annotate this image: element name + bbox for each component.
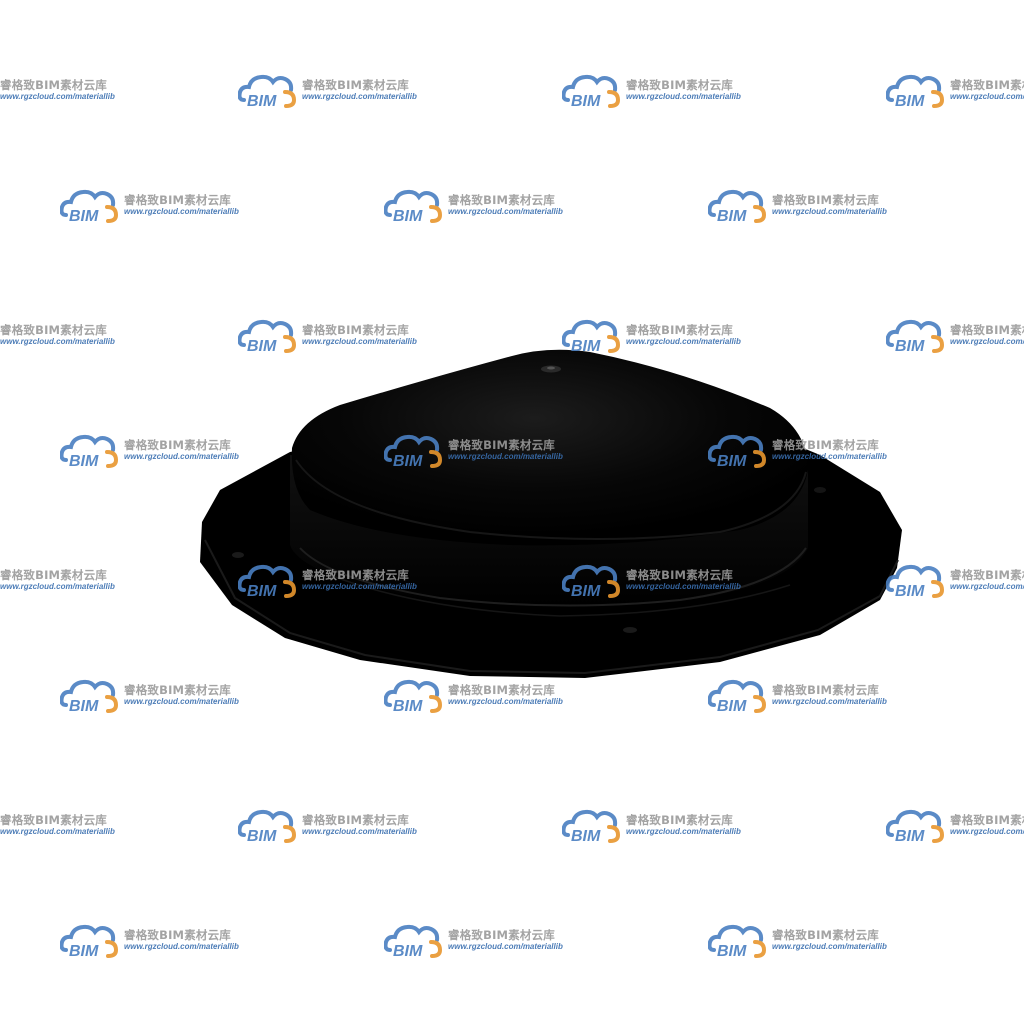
mounting-hole-right bbox=[623, 627, 637, 633]
dome-top bbox=[291, 349, 808, 546]
mounting-hole-back bbox=[814, 487, 826, 493]
body-rim-line-2 bbox=[329, 574, 791, 617]
flange-edge-highlight bbox=[204, 539, 899, 675]
body-rim-line bbox=[299, 547, 807, 607]
mounting-hole-left bbox=[232, 552, 244, 558]
dome-edge bbox=[295, 459, 807, 540]
